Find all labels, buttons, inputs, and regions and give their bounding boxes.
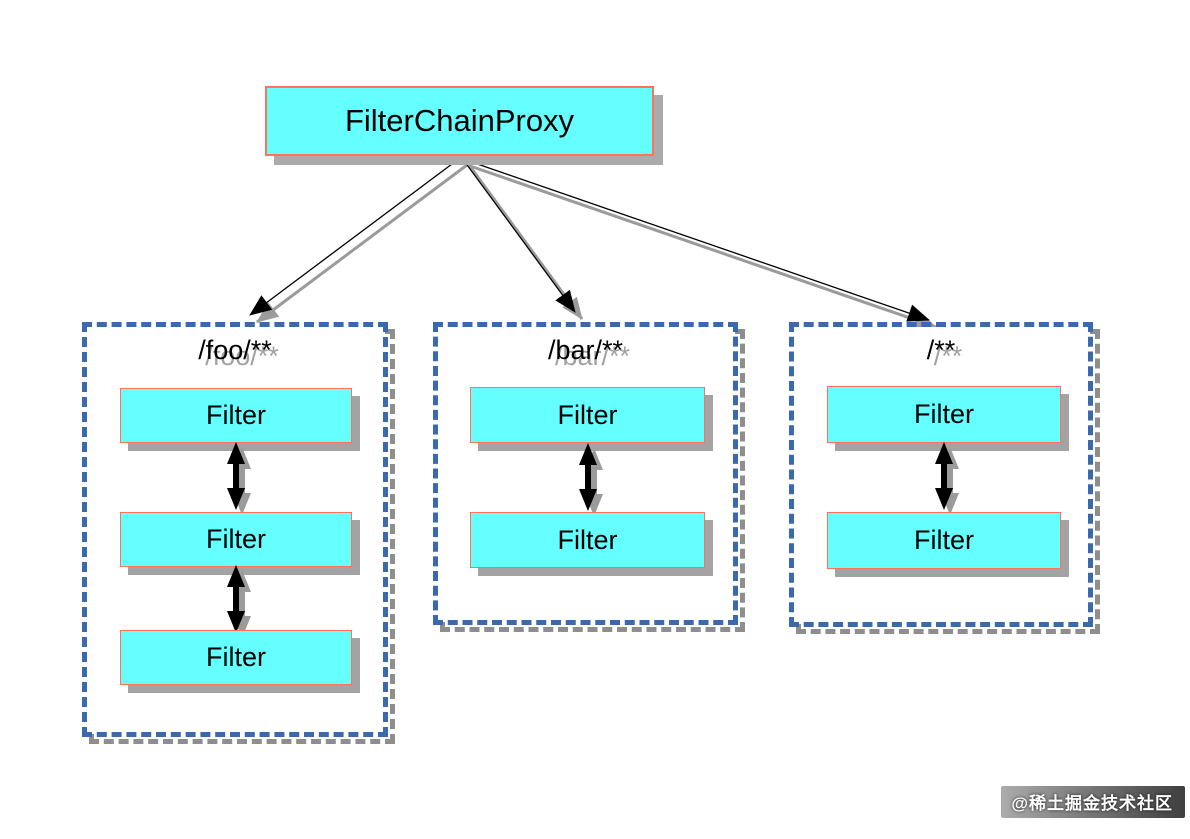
filter-chain-proxy-label: FilterChainProxy <box>344 103 575 138</box>
bidirectional-arrow-icon <box>935 442 959 512</box>
watermark-text: @稀土掘金技术社区 <box>1011 794 1173 813</box>
filter-node: Filter <box>120 388 352 443</box>
filter-chain-proxy-node: FilterChainProxy <box>265 86 654 156</box>
chain-border-foo: /foo/** Filter Filter <box>82 322 388 737</box>
filter-node: Filter <box>470 387 705 443</box>
chain-border-bar: /bar/** Filter Filter <box>433 322 738 625</box>
filter-node: Filter <box>827 512 1061 569</box>
filter-node: Filter <box>827 386 1061 443</box>
filter-label: Filter <box>557 399 618 430</box>
filter-node: Filter <box>120 630 352 685</box>
chain-container-foo: /foo/** Filter Filter <box>82 322 395 744</box>
filter-label: Filter <box>557 524 618 555</box>
filter-node: Filter <box>470 512 705 568</box>
chain-pattern-label: /bar/** <box>547 335 624 365</box>
chain-container-bar: /bar/** Filter Filter <box>433 322 745 632</box>
filter-label: Filter <box>914 399 974 429</box>
filter-label: Filter <box>206 524 266 554</box>
chain-pattern-label: /foo/** <box>198 335 272 365</box>
filter-label: Filter <box>206 642 266 672</box>
chain-pattern-label: /** <box>926 335 956 365</box>
filter-label: Filter <box>206 400 266 430</box>
bidirectional-arrow-icon <box>579 443 603 513</box>
bidirectional-arrow-icon <box>227 442 251 512</box>
bidirectional-arrow-icon <box>227 565 251 635</box>
watermark-badge: @稀土掘金技术社区 <box>1001 786 1185 818</box>
chain-border-catchall: /** Filter Filter <box>789 322 1093 627</box>
chain-container-catchall: /** Filter Filter <box>789 322 1100 634</box>
filter-label: Filter <box>914 525 974 555</box>
filter-node: Filter <box>120 512 352 567</box>
